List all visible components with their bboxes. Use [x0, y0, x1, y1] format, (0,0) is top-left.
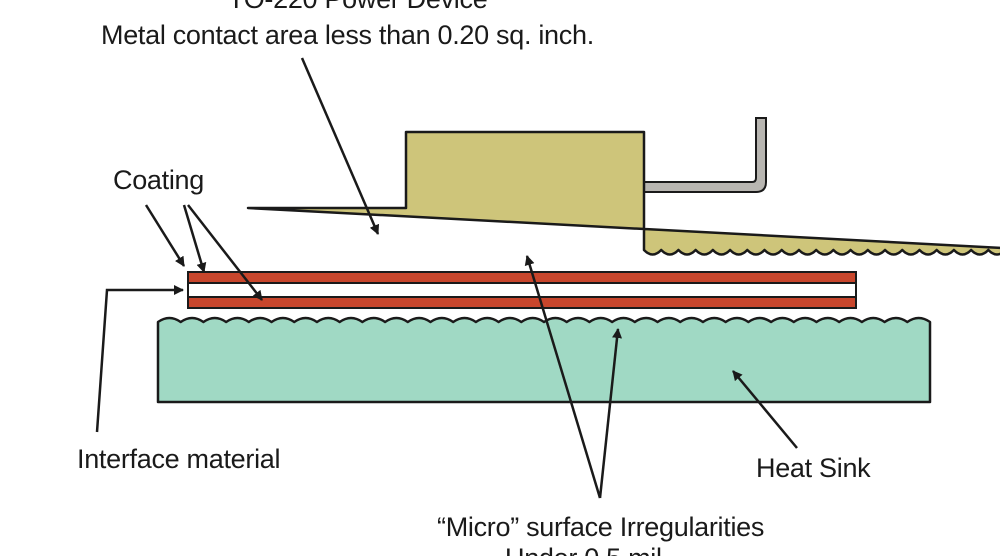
micro-irregularity-arrow-upper [524, 255, 602, 499]
interface-material-arrow [95, 285, 184, 433]
contact-area-arrow [300, 57, 380, 235]
power-device-body [246, 130, 1000, 256]
coating-layer-bottom [187, 296, 857, 309]
micro-irregularity-arrow-lower [598, 328, 623, 499]
device-name-label: TO-220 Power Device [228, 0, 488, 13]
heat-sink-label: Heat Sink [756, 453, 871, 483]
coating-arrow-right [187, 204, 263, 301]
contact-area-label: Metal contact area less than 0.20 sq. in… [101, 20, 594, 50]
coating-label: Coating [113, 165, 204, 195]
under-spec-label: Under 0.5 mil [505, 545, 662, 556]
interface-material-label: Interface material [77, 444, 281, 474]
coating-layer-top [187, 271, 857, 284]
device-lead [643, 117, 767, 193]
coating-arrow-mid [182, 204, 207, 273]
coating-arrow-left [144, 204, 186, 267]
interface-material-layer [187, 282, 857, 298]
heat-sink-body [156, 316, 932, 404]
heat-sink-arrow [732, 370, 798, 449]
micro-irregularities-label: “Micro” surface Irregularities [437, 512, 765, 542]
